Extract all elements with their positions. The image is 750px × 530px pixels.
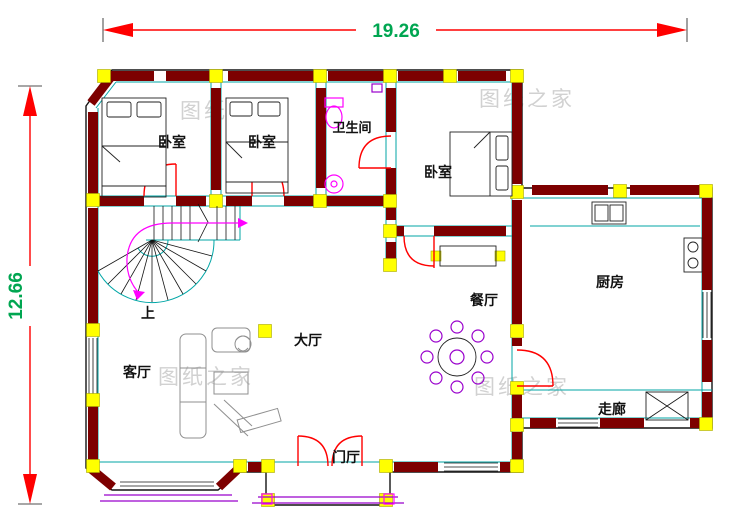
room-label-living: 客厅 (122, 364, 151, 380)
bay-steps (100, 494, 238, 502)
door-arc-foyer-right (331, 435, 363, 467)
room-label-bathroom: 卫生间 (332, 120, 371, 135)
chair-icon (450, 380, 464, 394)
chair-icon (480, 350, 494, 364)
chair-icon (471, 329, 485, 343)
room-label-bedroom-left: 卧室 (158, 134, 186, 150)
sink-icon (324, 174, 344, 194)
door-arc-bathroom (358, 135, 392, 169)
sofa-sketch (179, 327, 282, 439)
window-bay-front (120, 481, 214, 491)
wall-fill-segments (87, 70, 712, 491)
window-bottom-right (444, 462, 498, 472)
kitchen-sink-icon (591, 201, 627, 225)
bath-shelf-icon (371, 83, 383, 93)
chair-icon (420, 350, 434, 364)
door-arc-foyer-left (297, 435, 329, 467)
porch-steps (252, 493, 404, 505)
window-left-living (88, 338, 98, 398)
chair-icon (429, 329, 443, 343)
chair-icon (471, 371, 485, 385)
left-dimension: 12.66 (6, 85, 42, 505)
structural-columns (86, 69, 713, 507)
top-dimension: 19.26 (102, 18, 688, 42)
width-dimension-label: 19.26 (372, 21, 420, 42)
wardrobe-icon (101, 185, 167, 198)
watermark-text: 图纸之家 (479, 88, 575, 111)
stair-break-line (197, 203, 209, 243)
bed-icon-bedroom-left (101, 97, 167, 187)
left-arrow-icon (103, 23, 133, 37)
window-kitchen-right (702, 292, 712, 338)
wardrobe-icon (225, 181, 289, 194)
dining-table-icon (420, 320, 494, 394)
stairs-up-label: 上 (141, 305, 155, 321)
up-arrow-icon (23, 86, 37, 116)
down-arrow-icon (23, 474, 37, 504)
chair-icon (450, 320, 464, 334)
window-glyphs (88, 292, 712, 491)
bed-icon-bedroom-mid (225, 97, 289, 183)
door-arc-kitchen (516, 349, 554, 387)
right-arrow-icon (657, 23, 687, 37)
sideboard-icon (439, 245, 497, 267)
height-dimension-label: 12.66 (6, 272, 27, 320)
room-label-bedroom-mid: 卧室 (248, 134, 276, 150)
room-label-bedroom-right: 卧室 (424, 164, 452, 180)
room-label-corridor: 走廊 (598, 401, 626, 417)
shaft-x-box-icon (645, 391, 689, 421)
chair-icon (429, 371, 443, 385)
toilet-icon (324, 97, 344, 129)
room-label-kitchen: 厨房 (596, 274, 624, 290)
window-corridor (558, 418, 598, 428)
tv-icon (236, 407, 282, 434)
room-label-dining: 餐厅 (469, 292, 498, 308)
stairs (97, 203, 248, 304)
stove-icon (683, 237, 703, 273)
room-labels: 卧室 卧室 卫生间 卧室 厨房 餐厅 大厅 客厅 门厅 走廊 上 (122, 120, 626, 465)
stair-walk-line (126, 218, 248, 300)
stairs-fan (97, 239, 215, 304)
bed-icon-bedroom-right (449, 131, 513, 197)
door-arc-bedroom-right (403, 235, 435, 268)
room-label-foyer: 门厅 (332, 449, 360, 465)
furniture-layer (101, 83, 703, 439)
room-label-hall: 大厅 (294, 332, 322, 348)
door-arcs (143, 135, 554, 467)
